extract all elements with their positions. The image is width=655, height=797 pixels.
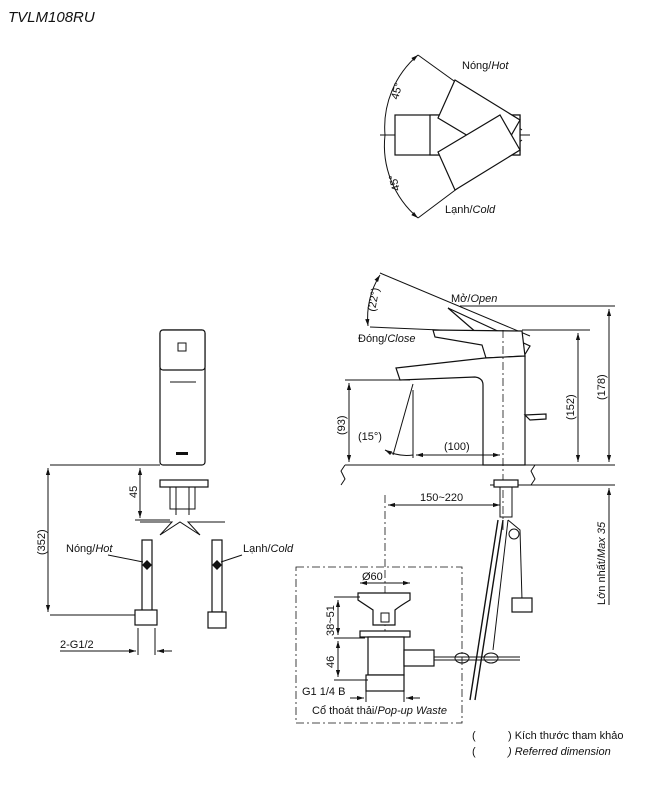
legend-paren-1: ( — [472, 730, 476, 742]
popup-waste: Ø60 38~51 46 G1 1/4 B Cổ thoát thải/Pop-… — [295, 566, 520, 724]
dim-93: (93) — [336, 415, 348, 435]
dim-100: (100) — [444, 441, 470, 453]
close-label: Đóng/Close — [358, 333, 415, 345]
angle-lower: 45° — [387, 173, 403, 192]
angle-15: (15°) — [358, 431, 382, 443]
dim-152: (152) — [565, 394, 577, 420]
front-hot-label: Nóng/Hot — [66, 543, 113, 555]
front-thread: 2-G1/2 — [60, 639, 94, 651]
max-35: Lớn nhất/Max 35 — [596, 521, 608, 605]
popup-thread: G1 1/4 B — [302, 686, 345, 698]
model-title: TVLM108RU — [8, 9, 95, 26]
front-view: (352) 45 Nóng/Hot Lạnh/Cold 2-G1/2 — [36, 329, 294, 655]
side-view: (22°) Mở/Open Đóng/Close (93) (15°) (100… — [336, 272, 615, 701]
angle-22: (22°) — [366, 287, 382, 313]
legend: ( ) Kích thước tham khảo ( ) Referred di… — [472, 730, 623, 758]
dim-150-220: 150~220 — [420, 492, 463, 504]
legend-vi: ) Kích thước tham khảo — [508, 730, 623, 742]
popup-dia: Ø60 — [362, 571, 383, 583]
open-label: Mở/Open — [451, 293, 497, 305]
angle-upper: 45° — [389, 82, 405, 101]
front-cold-label: Lạnh/Cold — [243, 543, 294, 555]
dim-45: 45 — [128, 486, 140, 498]
popup-label: Cổ thoát thải/Pop-up Waste — [312, 705, 447, 717]
legend-en: ) Referred dimension — [506, 746, 611, 758]
dim-46: 46 — [325, 656, 337, 668]
top-view: 45° 45° Nóng/Hot Lạnh/Cold — [380, 54, 530, 219]
dim-178: (178) — [596, 374, 608, 400]
dim-352: (352) — [36, 529, 48, 555]
top-hot-label: Nóng/Hot — [462, 60, 509, 72]
legend-paren-2: ( — [472, 746, 476, 758]
dim-38-51: 38~51 — [325, 605, 337, 636]
top-cold-label: Lạnh/Cold — [445, 204, 496, 216]
